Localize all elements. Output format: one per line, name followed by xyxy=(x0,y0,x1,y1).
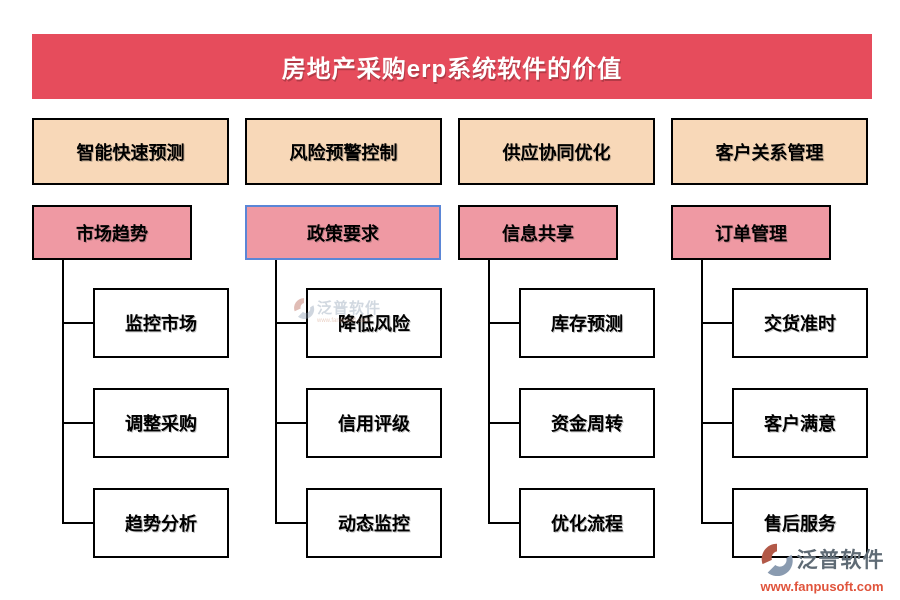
page-title: 房地产采购erp系统软件的价值 xyxy=(32,34,872,99)
connector-branch-line xyxy=(275,422,306,424)
connector-vertical-line xyxy=(701,260,703,523)
tree-item: 售后服务 xyxy=(671,488,868,558)
column-risk: 风险预警控制 政策要求 降低风险 信用评级 动态监控 xyxy=(245,118,442,558)
connector-branch-line xyxy=(275,322,306,324)
leaf-box[interactable]: 动态监控 xyxy=(306,488,442,558)
tree-item: 库存预测 xyxy=(458,288,655,358)
leaf-box[interactable]: 信用评级 xyxy=(306,388,442,458)
leaf-group: 监控市场 调整采购 趋势分析 xyxy=(32,260,229,558)
connector-vertical-line xyxy=(275,260,277,523)
fanpu-swoosh-icon xyxy=(760,542,794,581)
connector-branch-line xyxy=(62,322,93,324)
column-customer: 客户关系管理 订单管理 交货准时 客户满意 售后服务 xyxy=(671,118,868,558)
connector-branch-line xyxy=(488,322,519,324)
tree-item: 动态监控 xyxy=(245,488,442,558)
category-box[interactable]: 供应协同优化 xyxy=(458,118,655,185)
brand-name: 泛普软件 xyxy=(796,548,885,572)
tree-item: 趋势分析 xyxy=(32,488,229,558)
category-box[interactable]: 智能快速预测 xyxy=(32,118,229,185)
leaf-box[interactable]: 售后服务 xyxy=(732,488,868,558)
diagram-columns: 智能快速预测 市场趋势 监控市场 调整采购 趋势分析 风险预警控 xyxy=(32,118,868,558)
leaf-box[interactable]: 库存预测 xyxy=(519,288,655,358)
tree-item: 降低风险 xyxy=(245,288,442,358)
leaf-box[interactable]: 趋势分析 xyxy=(93,488,229,558)
subcategory-box[interactable]: 信息共享 xyxy=(458,205,618,260)
leaf-box[interactable]: 优化流程 xyxy=(519,488,655,558)
tree-item: 监控市场 xyxy=(32,288,229,358)
connector-branch-line xyxy=(488,422,519,424)
leaf-box[interactable]: 交货准时 xyxy=(732,288,868,358)
leaf-group: 降低风险 信用评级 动态监控 xyxy=(245,260,442,558)
brand-url[interactable]: www.fanpusoft.com xyxy=(760,579,884,595)
leaf-group: 交货准时 客户满意 售后服务 xyxy=(671,260,868,558)
tree-item: 客户满意 xyxy=(671,388,868,458)
brand-lockup: 泛普软件 www.fanpusoft.com xyxy=(754,542,890,594)
subcategory-box-selected[interactable]: 政策要求 xyxy=(245,205,441,260)
tree-item: 信用评级 xyxy=(245,388,442,458)
column-forecast: 智能快速预测 市场趋势 监控市场 调整采购 趋势分析 xyxy=(32,118,229,558)
connector-branch-line xyxy=(275,522,306,524)
tree-item: 调整采购 xyxy=(32,388,229,458)
connector-branch-line xyxy=(701,522,732,524)
leaf-box[interactable]: 监控市场 xyxy=(93,288,229,358)
leaf-group: 库存预测 资金周转 优化流程 xyxy=(458,260,655,558)
leaf-box[interactable]: 资金周转 xyxy=(519,388,655,458)
column-supply: 供应协同优化 信息共享 库存预测 资金周转 优化流程 xyxy=(458,118,655,558)
tree-item: 交货准时 xyxy=(671,288,868,358)
connector-branch-line xyxy=(488,522,519,524)
connector-branch-line xyxy=(701,322,732,324)
connector-vertical-line xyxy=(488,260,490,523)
subcategory-box[interactable]: 市场趋势 xyxy=(32,205,192,260)
leaf-box[interactable]: 客户满意 xyxy=(732,388,868,458)
subcategory-box[interactable]: 订单管理 xyxy=(671,205,831,260)
tree-item: 资金周转 xyxy=(458,388,655,458)
category-box[interactable]: 风险预警控制 xyxy=(245,118,442,185)
tree-item: 优化流程 xyxy=(458,488,655,558)
connector-branch-line xyxy=(62,422,93,424)
connector-branch-line xyxy=(62,522,93,524)
category-box[interactable]: 客户关系管理 xyxy=(671,118,868,185)
connector-vertical-line xyxy=(62,260,64,523)
leaf-box[interactable]: 降低风险 xyxy=(306,288,442,358)
leaf-box[interactable]: 调整采购 xyxy=(93,388,229,458)
connector-branch-line xyxy=(701,422,732,424)
